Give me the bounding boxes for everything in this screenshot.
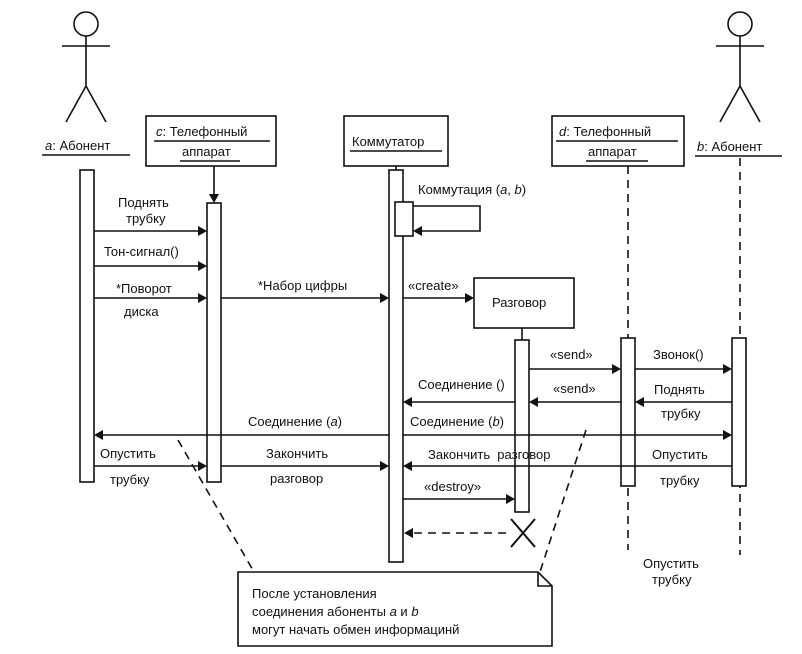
object-phone-c-line2: аппарат: [182, 144, 231, 159]
msg-connect-empty: Соединение (): [418, 377, 505, 392]
note-line1: После установления: [252, 586, 377, 601]
msg-end2: Закончить разговор: [428, 447, 551, 462]
msg-lift2-line1: Поднять: [654, 382, 705, 397]
actor-b-label: b: Абонент: [697, 139, 762, 154]
activation-actor-a: [79, 169, 95, 483]
msg-hangup2-line1: Опустить: [652, 447, 708, 462]
note: После установления соединения абоненты a…: [237, 571, 553, 647]
activation-switch: [388, 169, 404, 563]
msg-lift2-line2: трубку: [661, 406, 701, 421]
object-phone-c-line1: c: Телефонный: [156, 124, 247, 139]
msg-rotate-line1: *Поворот: [116, 281, 172, 296]
object-switch-label: Коммутатор: [352, 134, 424, 149]
object-phone-c: c: Телефонный аппарат: [145, 115, 277, 167]
activation-call: [514, 339, 530, 513]
msg-lift1-line2: трубку: [126, 211, 166, 226]
activation-phone-d: [620, 337, 636, 487]
actor-a: a: Абонент: [42, 11, 130, 156]
activation-actor-b: [731, 337, 747, 487]
msg-commutation-arrow: [413, 205, 481, 232]
msg-ring: Звонок(): [653, 347, 704, 362]
msg-send1: «send»: [550, 347, 593, 362]
actor-b-left-leg: [719, 85, 741, 123]
note-line3: могут начать обмен информацинй: [252, 622, 459, 637]
note-anchor-left: [177, 439, 255, 573]
note-box: [237, 571, 553, 647]
msg-connect-b: Соединение (b): [410, 414, 504, 429]
msg-commutation: Коммутация (a, b): [418, 182, 526, 197]
object-call: Разговор: [473, 277, 575, 329]
note-line2: соединения абоненты a и b: [252, 604, 419, 619]
msg-connect-a: Соединение (a): [248, 414, 342, 429]
msg-hangup2-line2: трубку: [660, 473, 700, 488]
phone-c-arrowhead: [209, 194, 219, 203]
actor-a-label: a: Абонент: [45, 138, 110, 153]
object-phone-d-line2: аппарат: [588, 144, 637, 159]
msg-create: «create»: [408, 278, 459, 293]
msg-hangup3-line1: Опустить: [643, 556, 699, 571]
note-anchor-right: [539, 429, 587, 573]
msg-hangup1-line2: трубку: [110, 472, 150, 487]
msg-hangup1-line1: Опустить: [100, 446, 156, 461]
msg-end1-line1: Закончить: [266, 446, 328, 461]
actor-b: b: Абонент: [695, 11, 782, 157]
actor-a-head: [73, 11, 99, 37]
actor-b-head: [727, 11, 753, 37]
object-phone-d-line1: d: Телефонный: [559, 124, 651, 139]
object-phone-d: d: Телефонный аппарат: [551, 115, 685, 167]
msg-lift1-line1: Поднять: [118, 195, 169, 210]
msg-hangup3-line2: трубку: [652, 572, 692, 587]
destroy-mark-b: [510, 518, 536, 548]
activation-phone-c: [206, 202, 222, 483]
actor-a-right-leg: [85, 85, 107, 123]
msg-send2: «send»: [553, 381, 596, 396]
msg-dial-digit: *Набор цифры: [258, 278, 347, 293]
msg-dial-tone: Тон-сигнал(): [104, 244, 179, 259]
object-call-label: Разговор: [492, 295, 546, 310]
object-switch: Коммутатор: [343, 115, 449, 167]
actor-a-left-leg: [65, 85, 87, 123]
msg-rotate-line2: диска: [124, 304, 159, 319]
msg-end1-line2: разговор: [270, 471, 323, 486]
actor-b-right-leg: [739, 85, 761, 123]
msg-destroy: «destroy»: [424, 479, 481, 494]
activation-switch-self: [394, 201, 414, 237]
note-fold: [537, 572, 552, 587]
